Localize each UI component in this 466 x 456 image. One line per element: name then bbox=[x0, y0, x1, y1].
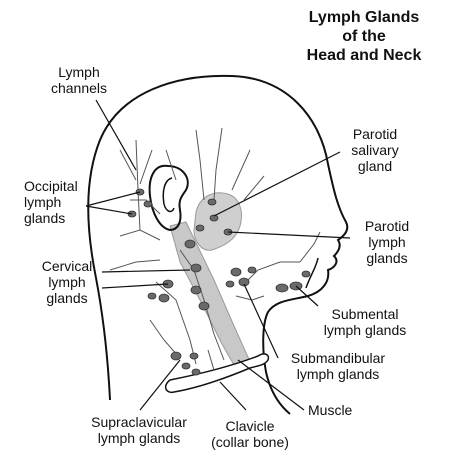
ear-outline bbox=[150, 166, 188, 230]
label-occipital-lymph-glands: Occipital lymph glands bbox=[24, 178, 94, 226]
label-cervical-lymph-glands: Cervical lymph glands bbox=[34, 258, 100, 306]
label-clavicle: Clavicle (collar bone) bbox=[200, 418, 300, 450]
label-muscle: Muscle bbox=[308, 402, 368, 418]
label-parotid-lymph-glands: Parotid lymph glands bbox=[352, 218, 422, 266]
clavicle-bone bbox=[166, 354, 269, 392]
ear-inner bbox=[163, 178, 174, 211]
parotid-gland-shape bbox=[194, 193, 242, 250]
label-lymph-channels: Lymph channels bbox=[44, 64, 114, 96]
label-parotid-salivary-gland: Parotid salivary gland bbox=[340, 126, 410, 174]
diagram-title: Lymph Glands of the Head and Neck bbox=[274, 8, 454, 65]
label-submandibular-lymph-glands: Submandibular lymph glands bbox=[280, 350, 396, 382]
label-supraclavicular-lymph-glands: Supraclavicular lymph glands bbox=[76, 414, 202, 446]
label-submental-lymph-glands: Submental lymph glands bbox=[310, 306, 420, 338]
